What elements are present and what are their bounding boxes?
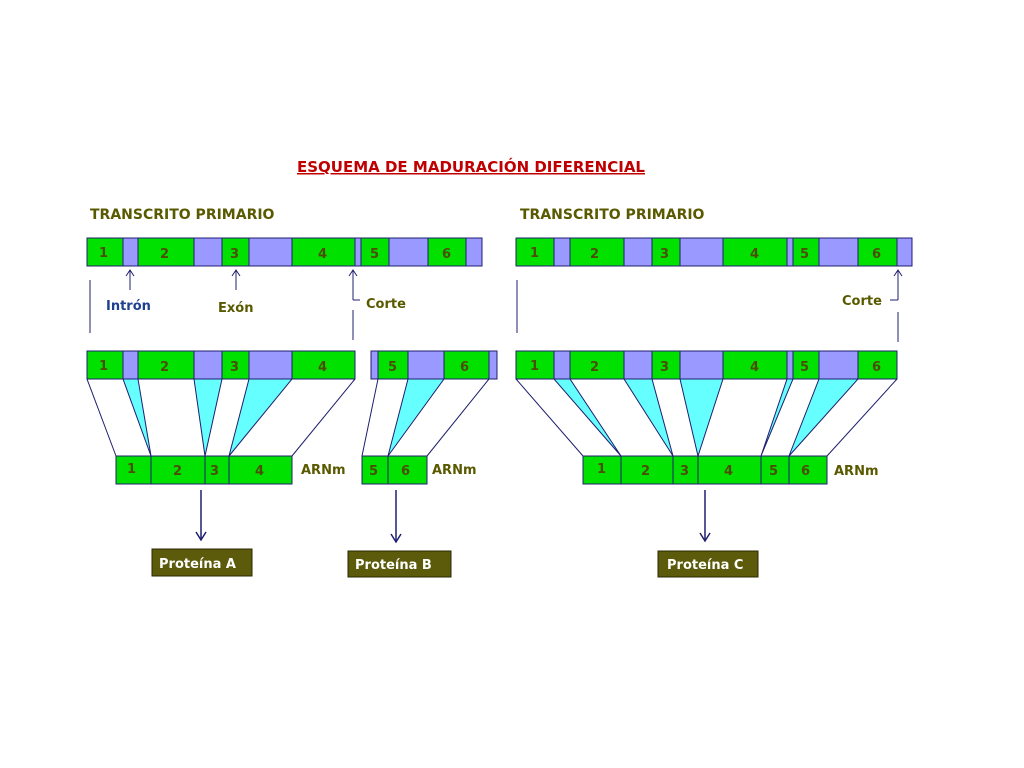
svg-text:5: 5 <box>388 360 397 375</box>
svg-text:5: 5 <box>769 464 778 479</box>
svg-text:5: 5 <box>370 247 379 262</box>
svg-text:2: 2 <box>590 247 599 262</box>
svg-text:6: 6 <box>872 247 881 262</box>
svg-text:1: 1 <box>530 246 539 261</box>
left-primary-exon-3 <box>221 237 250 267</box>
svg-text:6: 6 <box>401 464 410 479</box>
svg-text:2: 2 <box>590 360 599 375</box>
left-splice-funnels <box>122 378 445 457</box>
svg-text:3: 3 <box>660 247 669 262</box>
mrna-b: 5 6 <box>361 455 428 485</box>
svg-text:4: 4 <box>724 464 733 479</box>
left-primary-exon-2 <box>137 237 195 267</box>
label-intron: Intrón <box>106 299 151 314</box>
left-primary-exon-4 <box>291 237 356 267</box>
svg-text:6: 6 <box>872 360 881 375</box>
svg-text:3: 3 <box>680 464 689 479</box>
svg-text:5: 5 <box>800 360 809 375</box>
svg-text:6: 6 <box>801 464 810 479</box>
svg-text:3: 3 <box>230 360 239 375</box>
protein-c-box: Proteína C <box>657 550 759 578</box>
right-cut-transcript: 1 2 3 4 5 6 <box>515 350 898 380</box>
svg-text:Proteína C: Proteína C <box>667 558 743 573</box>
mrna-a-label: ARNm <box>301 463 346 478</box>
svg-text:1: 1 <box>597 462 606 477</box>
label-exon: Exón <box>218 301 253 316</box>
svg-text:2: 2 <box>160 360 169 375</box>
protein-a-box: Proteína A <box>151 548 253 577</box>
svg-text:1: 1 <box>530 359 539 374</box>
svg-text:6: 6 <box>460 360 469 375</box>
right-heading: TRANSCRITO PRIMARIO <box>520 207 705 223</box>
svg-text:1: 1 <box>99 359 108 374</box>
right-splice-funnels <box>552 378 860 458</box>
mrna-b-label: ARNm <box>432 463 477 478</box>
left-splice-guides <box>86 378 490 457</box>
svg-text:2: 2 <box>641 464 650 479</box>
svg-text:Proteína A: Proteína A <box>159 557 236 572</box>
right-translation-arrow <box>699 490 711 543</box>
left-annotations <box>89 269 360 340</box>
svg-text:6: 6 <box>442 247 451 262</box>
left-primary-exon-6 <box>427 237 467 267</box>
mrna-a: 1 2 3 4 <box>115 455 293 485</box>
svg-text:2: 2 <box>160 247 169 262</box>
svg-text:1: 1 <box>127 462 136 477</box>
right-annotations <box>516 269 903 342</box>
label-cut-right: Corte <box>842 294 882 309</box>
right-splice-guides <box>515 378 898 457</box>
svg-text:4: 4 <box>255 464 264 479</box>
svg-text:4: 4 <box>750 247 759 262</box>
diagram-title: ESQUEMA DE MADURACIÓN DIFERENCIAL <box>297 157 645 176</box>
mrna-c-label: ARNm <box>834 464 879 479</box>
mrna-c: 1 2 3 4 5 6 <box>582 455 828 485</box>
svg-text:2: 2 <box>173 464 182 479</box>
svg-text:3: 3 <box>230 247 239 262</box>
left-cut-transcript-a: 1 2 3 4 <box>86 350 356 380</box>
svg-text:Proteína B: Proteína B <box>355 558 432 573</box>
label-cut-left: Corte <box>366 297 406 312</box>
svg-text:5: 5 <box>800 247 809 262</box>
svg-text:3: 3 <box>660 360 669 375</box>
left-primary-transcript: 1 2 3 4 5 6 <box>86 237 483 267</box>
svg-text:4: 4 <box>318 247 327 262</box>
left-heading: TRANSCRITO PRIMARIO <box>90 207 275 223</box>
svg-text:4: 4 <box>750 360 759 375</box>
svg-text:1: 1 <box>99 246 108 261</box>
right-primary-transcript: 1 2 3 4 5 6 <box>515 237 913 267</box>
left-cut-transcript-b: 5 6 <box>370 350 498 380</box>
svg-text:5: 5 <box>369 464 378 479</box>
protein-b-box: Proteína B <box>347 550 452 578</box>
left-translation-arrows <box>195 490 402 544</box>
left-primary-exon-1 <box>86 237 124 267</box>
svg-text:3: 3 <box>210 464 219 479</box>
svg-text:4: 4 <box>318 360 327 375</box>
